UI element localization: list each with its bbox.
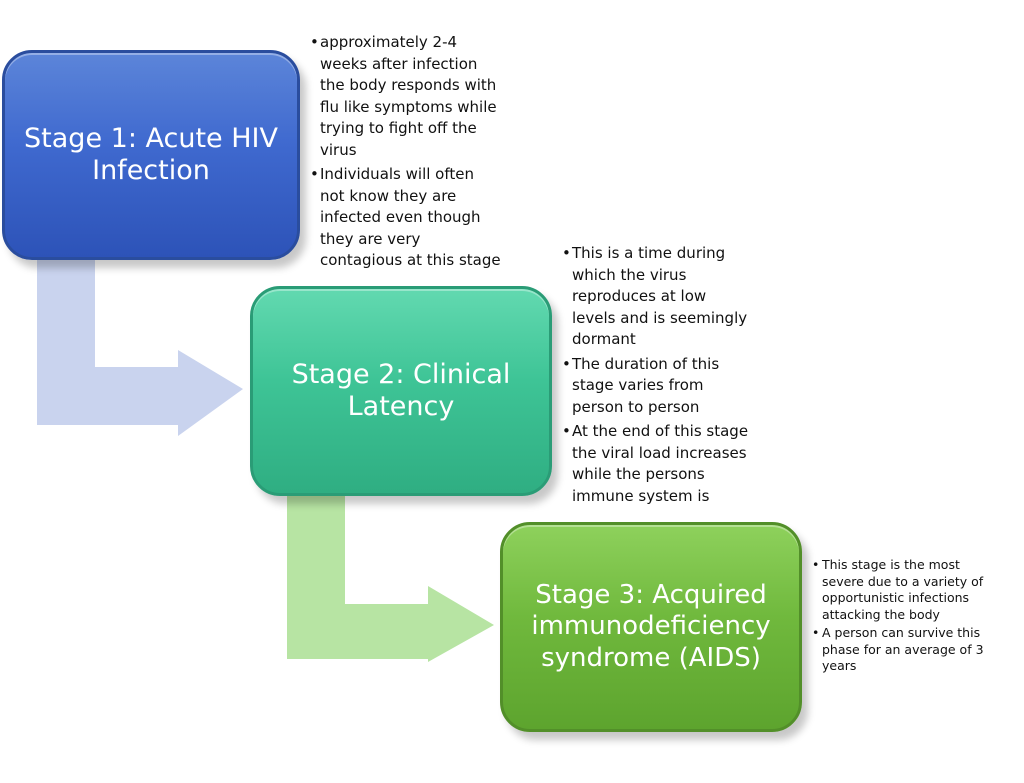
stage-2-title: Stage 2: Clinical Latency	[291, 358, 511, 422]
stage-2-bullet: This is a time during which the virus re…	[562, 243, 782, 351]
stage-3-title: Stage 3: Acquired immunodeficiency syndr…	[531, 580, 771, 673]
stage-3-bullet: A person can survive this phase for an a…	[812, 625, 1022, 675]
stage-2-bullet-list: This is a time during which the virus re…	[562, 243, 782, 507]
stage-1-title: Stage 1: Acute HIV Infection	[24, 122, 278, 186]
stage-3-box: Stage 3: Acquired immunodeficiency syndr…	[500, 522, 802, 732]
stage-2-bullet: The duration of this stage varies from p…	[562, 354, 782, 419]
stage-1-bullet: approximately 2-4 weeks after infection …	[310, 32, 530, 161]
stage-3-bullet: This stage is the most severe due to a v…	[812, 557, 1022, 623]
stage-2-box: Stage 2: Clinical Latency	[250, 286, 552, 496]
arrow-stage2-to-stage3	[287, 493, 494, 662]
stage-2-bullet: At the end of this stage the viral load …	[562, 421, 782, 507]
stage-1-box: Stage 1: Acute HIV Infection	[2, 50, 300, 260]
arrow-stage1-to-stage2	[37, 258, 243, 436]
stage-1-bullet: Individuals will often not know they are…	[310, 164, 530, 272]
stage-3-bullet-list: This stage is the most severe due to a v…	[812, 557, 1022, 675]
stage-1-bullet-list: approximately 2-4 weeks after infection …	[310, 32, 530, 272]
